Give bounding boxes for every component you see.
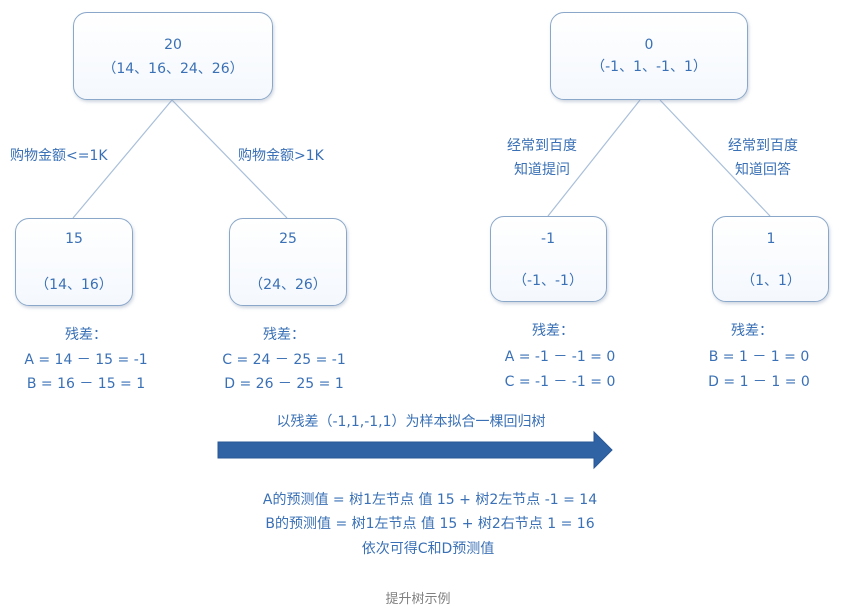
tree1-root-samples: （14、16、24、26） [102,61,244,77]
tree1-left-edge-label: 购物金额<=1K [10,148,108,164]
tree1-right-residual-line: C = 24 － 25 = -1 [222,352,346,368]
tree1-left-leaf-samples: （14、16） [35,277,113,293]
figure-caption: 提升树示例 [385,592,451,607]
edge-t1-left [72,99,173,219]
tree2-right-leaf-samples: （1、1） [741,273,801,289]
tree2-left-leaf [490,216,607,302]
edge-t2-left [547,99,641,217]
tree2-right-edge-label: 经常到百度 [728,138,798,154]
tree2-left-residual-line: A = -1 － -1 = 0 [504,349,616,365]
tree1-right-leaf-samples: （24、26） [249,277,327,293]
tree1-root-node [73,12,273,100]
prediction-line: B的预测值 = 树1左节点 值 15 + 树2右节点 1 = 16 [265,516,595,532]
fit-arrow [217,430,613,470]
tree2-left-residual-title: 残差： [532,323,574,339]
tree2-left-residual-line: C = -1 － -1 = 0 [504,374,616,390]
edge-t1-right [171,99,288,219]
tree1-left-residual-line: B = 16 － 15 = 1 [26,376,146,392]
tree1-left-leaf-value: 15 [65,231,83,247]
tree2-right-leaf-value: 1 [766,231,776,247]
tree2-right-leaf [712,216,829,302]
tree1-left-leaf [15,218,133,306]
tree2-left-leaf-value: -1 [541,231,555,247]
edge-t2-right [659,99,771,217]
tree2-root-value: 0 [644,37,654,53]
tree2-right-residual-line: D = 1 － 1 = 0 [708,374,810,390]
tree1-right-leaf-value: 25 [279,231,297,247]
tree1-left-residual-title: 残差： [65,327,107,343]
tree2-left-edge-label: 知道提问 [514,162,570,178]
tree1-right-leaf [229,218,347,306]
arrow-label: 以残差（-1,1,-1,1）为样本拟合一棵回归树 [276,414,546,430]
tree2-left-edge-label: 经常到百度 [507,138,577,154]
prediction-line: 依次可得C和D预测值 [361,541,495,557]
tree2-root-node [550,12,748,100]
prediction-line: A的预测值 = 树1左节点 值 15 + 树2左节点 -1 = 14 [262,492,598,508]
tree1-left-residual-line: A = 14 － 15 = -1 [24,352,148,368]
tree2-right-residual-title: 残差： [731,323,773,339]
tree2-right-edge-label: 知道回答 [735,162,791,178]
tree2-left-leaf-samples: （-1、-1） [513,273,583,289]
tree1-root-value: 20 [164,37,182,53]
tree2-right-residual-line: B = 1 － 1 = 0 [708,349,810,365]
tree1-right-residual-title: 残差： [263,327,305,343]
tree2-root-samples: （-1、1、-1、1） [591,59,707,75]
tree1-right-edge-label: 购物金额>1K [238,148,324,164]
tree1-right-residual-line: D = 26 － 25 = 1 [224,376,344,392]
